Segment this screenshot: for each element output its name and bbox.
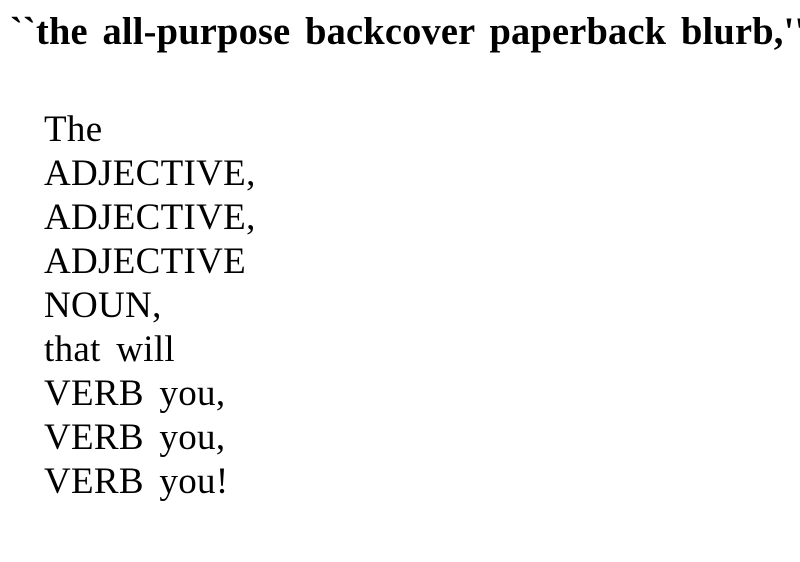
poem-line: ADJECTIVE,	[44, 153, 256, 194]
poem-line: VERB you!	[44, 461, 229, 502]
poem-line: VERB you,	[44, 417, 226, 458]
poem-line: NOUN,	[44, 285, 162, 326]
poem-line: ADJECTIVE,	[44, 197, 256, 238]
poem-block: The ADJECTIVE, ADJECTIVE, ADJECTIVE NOUN…	[44, 108, 464, 504]
poem-line: ADJECTIVE	[44, 241, 247, 282]
poem-line: that will	[44, 329, 175, 370]
page-title: ``the all-purpose backcover paperback bl…	[10, 10, 800, 53]
poem-line: The	[44, 109, 103, 150]
poem-line: VERB you,	[44, 373, 226, 414]
